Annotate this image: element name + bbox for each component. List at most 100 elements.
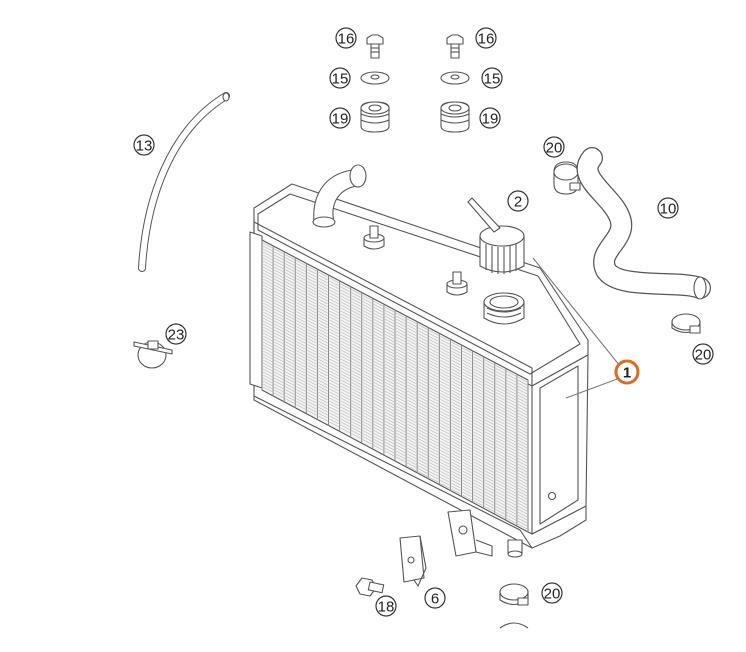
- fin-tick-line: [296, 317, 306, 323]
- fin-tick-line: [395, 348, 406, 355]
- fin-tick-line: [429, 369, 439, 375]
- fin-tick-line: [429, 453, 439, 459]
- cable-tie-part[interactable]: [133, 340, 173, 369]
- fin-tick-line: [440, 441, 450, 447]
- fin-tick-line: [384, 360, 395, 367]
- callout-10[interactable]: 10: [657, 197, 679, 219]
- fin-tick-line: [429, 393, 439, 399]
- fin-tick-line: [406, 351, 417, 357]
- fin-tick-line: [384, 369, 395, 376]
- fin-tick-line: [418, 423, 428, 429]
- bolt-part[interactable]: [355, 577, 385, 597]
- fin-tick-line: [451, 425, 461, 432]
- fin-tick-line: [362, 304, 372, 310]
- fin-tick-line: [429, 372, 439, 378]
- fin-tick-line: [318, 325, 328, 332]
- fin-tick-line: [373, 325, 384, 331]
- screw-part-right[interactable]: [446, 34, 464, 59]
- fin-tick-line: [473, 461, 483, 467]
- fin-tick-line: [429, 465, 439, 471]
- fin-tick-line: [329, 352, 339, 359]
- fin-tick-line: [406, 459, 417, 465]
- fin-tick-line: [429, 462, 439, 468]
- callout-6[interactable]: 6: [424, 587, 446, 609]
- screw-part-left[interactable]: [366, 34, 384, 59]
- callout-20-b[interactable]: 20: [692, 343, 714, 365]
- callout-15-a[interactable]: 15: [329, 67, 351, 89]
- fin-tick-line: [285, 314, 295, 320]
- callout-19-a[interactable]: 19: [329, 107, 351, 129]
- fin-tick-line: [384, 405, 395, 412]
- fin-tick-line: [484, 482, 494, 488]
- bushing-part-right[interactable]: [440, 101, 470, 133]
- fin-tick-line: [362, 412, 372, 418]
- fin-tick-line: [384, 390, 395, 397]
- callout-23[interactable]: 23: [165, 323, 187, 345]
- radiator-part[interactable]: [249, 183, 589, 549]
- fin-tick-line: [429, 474, 439, 480]
- fin-tick-line: [351, 334, 361, 340]
- overflow-hose-part[interactable]: [138, 92, 230, 272]
- fin-tick-line: [506, 446, 517, 452]
- callout-18[interactable]: 18: [375, 595, 397, 617]
- fin-tick-line: [273, 320, 284, 326]
- callout-16-b[interactable]: 16: [475, 27, 497, 49]
- tank-nipple-right: [446, 271, 468, 296]
- fin-tick-line: [418, 468, 428, 474]
- fin-tick-line: [273, 293, 284, 299]
- fin-tick-line: [296, 356, 306, 362]
- fin-tick-line: [273, 377, 284, 383]
- fin-tick-line: [373, 403, 384, 409]
- radiator-cap-part[interactable]: [467, 197, 525, 274]
- fin-tick-line: [462, 431, 472, 438]
- washer-part-left[interactable]: [360, 71, 390, 85]
- radiator-hose-part[interactable]: [576, 147, 711, 300]
- callout-16-a[interactable]: 16: [335, 27, 357, 49]
- callout-20-c[interactable]: 20: [541, 582, 563, 604]
- fin-tick-line: [395, 408, 406, 415]
- fin-tick-line: [462, 362, 472, 369]
- fin-tick-line: [495, 416, 505, 422]
- fin-tick-line: [351, 397, 361, 403]
- fin-tick-line: [296, 368, 306, 374]
- fin-tick-line: [517, 505, 528, 512]
- fin-tick-line: [517, 484, 528, 491]
- callout-2[interactable]: 2: [507, 190, 529, 212]
- fin-tick-line: [307, 368, 317, 374]
- bushing-part-left[interactable]: [360, 101, 390, 133]
- fin-tick-line: [340, 310, 350, 316]
- fin-tick-line: [296, 359, 306, 365]
- fin-tick-line: [296, 347, 306, 353]
- fin-tick-line: [362, 313, 372, 319]
- fin-tick-line: [273, 392, 284, 398]
- fin-tick-line: [517, 496, 528, 503]
- fin-tick-line: [329, 307, 339, 314]
- fin-tick-line: [429, 396, 439, 402]
- fin-tick-line: [462, 347, 472, 354]
- fin-tick-line: [296, 275, 306, 281]
- fin-tick-line: [462, 449, 472, 456]
- fin-tick-line: [351, 403, 361, 409]
- fin-tick-line: [362, 376, 372, 382]
- fin-tick-line: [395, 354, 406, 361]
- fin-tick-line: [473, 362, 483, 368]
- fin-tick-line: [506, 425, 517, 431]
- hose-clamp-part-right[interactable]: [671, 313, 701, 334]
- hose-clamp-part-upper[interactable]: [553, 161, 581, 195]
- callout-19-b[interactable]: 19: [479, 107, 501, 129]
- fin-tick-line: [285, 305, 295, 311]
- fin-tick-line: [329, 304, 339, 311]
- callout-1-selected[interactable]: 1: [614, 359, 640, 385]
- fin-tick-line: [506, 473, 517, 479]
- fin-tick-line: [462, 392, 472, 399]
- fin-tick-line: [395, 453, 406, 460]
- hose-clamp-part-bottom[interactable]: [499, 583, 529, 629]
- fin-tick-line: [285, 296, 295, 302]
- spring-clip-part[interactable]: [399, 535, 427, 587]
- fin-tick-line: [473, 500, 483, 506]
- fin-tick-line: [273, 269, 284, 275]
- callout-15-b[interactable]: 15: [481, 67, 503, 89]
- callout-13[interactable]: 13: [133, 134, 155, 156]
- callout-20-a[interactable]: 20: [543, 136, 565, 158]
- washer-part-right[interactable]: [440, 71, 470, 85]
